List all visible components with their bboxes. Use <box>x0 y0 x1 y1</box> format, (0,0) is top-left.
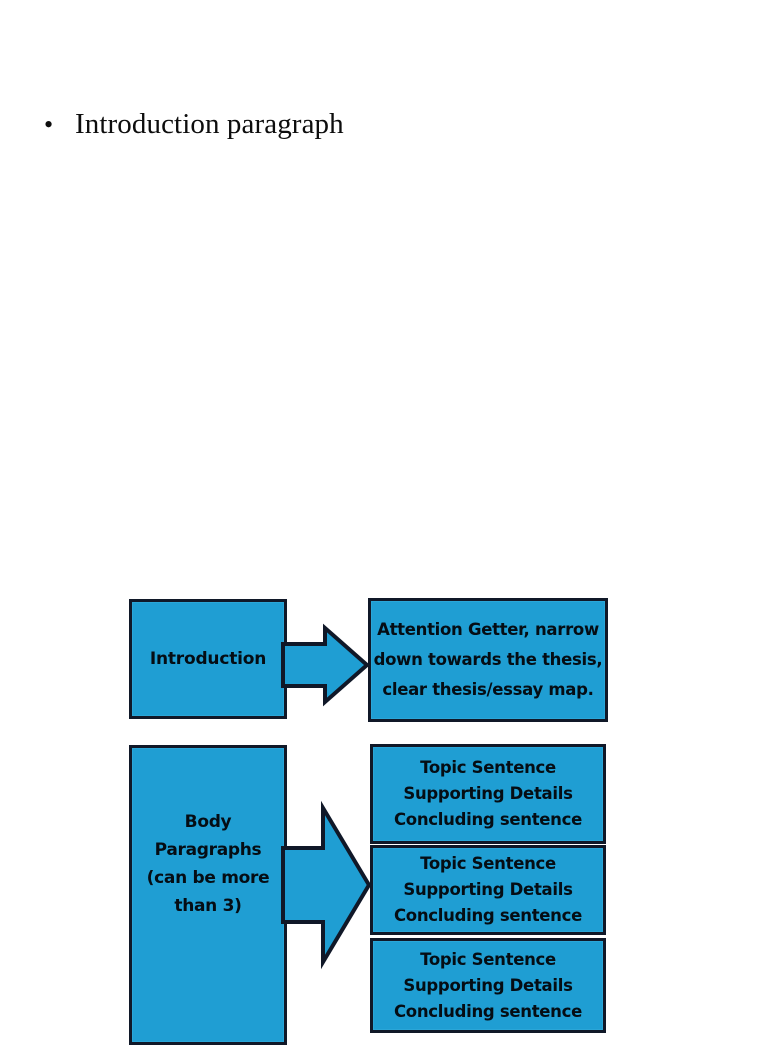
topic-sentence-box-1: Topic Sentence Supporting Details Conclu… <box>370 744 606 844</box>
body-paragraphs-line-3: (can be more <box>146 868 270 888</box>
bullet-item-label: Introduction paragraph <box>75 108 344 140</box>
topic-box-3-line-1: Topic Sentence <box>420 949 556 969</box>
attention-getter-line-3: clear thesis/essay map. <box>382 680 594 699</box>
topic-box-3-line-2: Supporting Details <box>403 975 573 995</box>
bullet-marker-icon: • <box>44 110 54 139</box>
topic-box-2-line-2: Supporting Details <box>403 880 573 899</box>
topic-box-3-line-3: Concluding sentence <box>394 1001 582 1021</box>
body-paragraphs-line-1: Body <box>184 812 232 832</box>
body-paragraphs-label-box: Body Paragraphs (can be more than 3) <box>129 745 287 1045</box>
attention-getter-line-2: down towards the thesis, <box>373 650 603 669</box>
introduction-label-box: Introduction <box>129 599 287 719</box>
topic-box-2-line-3: Concluding sentence <box>394 906 582 925</box>
introduction-label-line-1: Introduction <box>149 649 267 669</box>
topic-sentence-box-2: Topic Sentence Supporting Details Conclu… <box>370 845 606 935</box>
right-arrow-icon-body-paragraphs <box>281 800 372 970</box>
essay-structure-diagram: Introduction Attention Getter, narrow do… <box>129 598 608 1045</box>
topic-box-1-line-2: Supporting Details <box>403 784 573 803</box>
topic-box-2-line-1: Topic Sentence <box>420 854 556 873</box>
body-paragraphs-line-4: than 3) <box>174 896 242 916</box>
right-arrow-icon-introduction <box>281 623 371 707</box>
attention-getter-line-1: Attention Getter, narrow <box>377 620 599 639</box>
body-paragraphs-line-2: Paragraphs <box>154 840 262 860</box>
bullet-list-item: • Introduction paragraph <box>44 108 344 141</box>
topic-sentence-box-3: Topic Sentence Supporting Details Conclu… <box>370 938 606 1033</box>
topic-box-1-line-3: Concluding sentence <box>394 810 582 829</box>
topic-box-1-line-1: Topic Sentence <box>420 758 556 777</box>
attention-getter-box: Attention Getter, narrow down towards th… <box>368 598 608 722</box>
